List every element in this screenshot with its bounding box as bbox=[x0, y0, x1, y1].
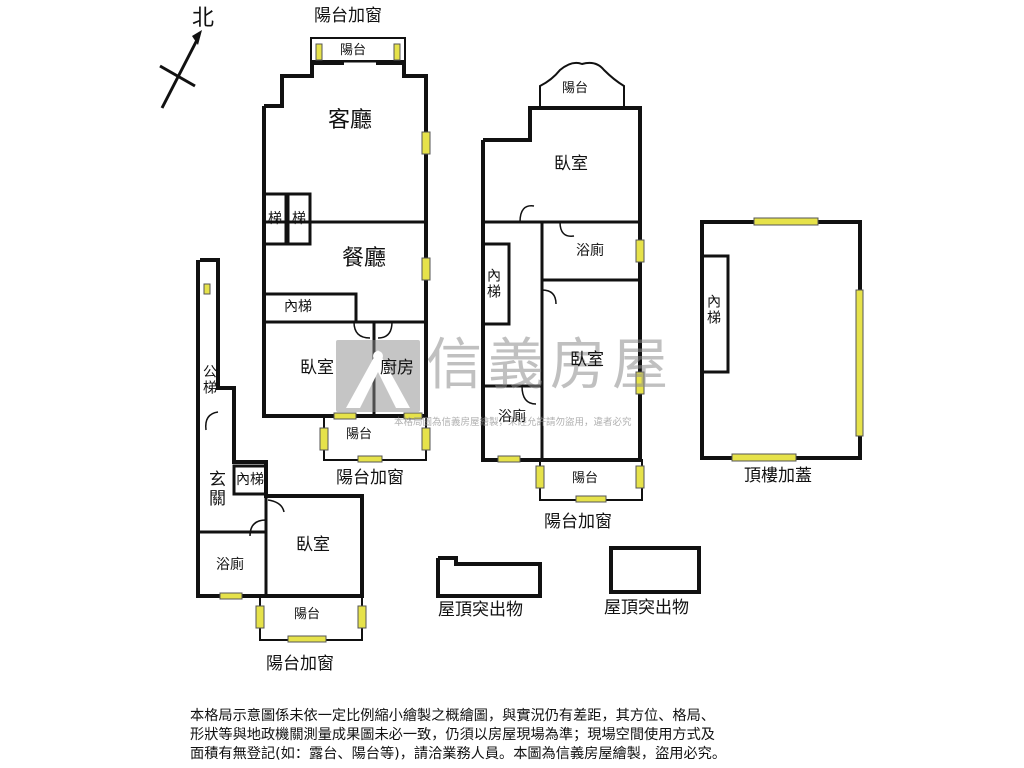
label-rooftop-addition: 頂樓加蓋 bbox=[744, 466, 812, 486]
label-public-stair: 公梯 bbox=[201, 364, 217, 396]
label-roof-protrusion-2: 屋頂突出物 bbox=[604, 598, 689, 618]
roof-protrusions bbox=[436, 546, 701, 598]
label-balcony-window-main: 陽台加窗 bbox=[336, 468, 404, 488]
disclaimer: 本格局示意圖係未依一定比例縮小繪製之概繪圖，與實況仍有差距，其方位、格局、 形狀… bbox=[190, 707, 840, 764]
label-inner-stair-entry: 內梯 bbox=[236, 472, 264, 488]
label-roof-protrusion-1: 屋頂突出物 bbox=[438, 600, 523, 620]
label-inner-stair-main: 內梯 bbox=[284, 299, 312, 315]
compass-north-label: 北 bbox=[192, 6, 215, 31]
label-balcony-window-entry: 陽台加窗 bbox=[266, 654, 334, 674]
watermark-brand: 信義房屋 bbox=[426, 333, 674, 398]
label-bathroom-upper: 浴廁 bbox=[498, 409, 526, 425]
label-balcony-upper: 陽台 bbox=[572, 471, 599, 486]
floor-plan-rooftop bbox=[700, 220, 862, 460]
label-foyer: 玄關 bbox=[205, 470, 225, 508]
label-kitchen: 廚房 bbox=[380, 358, 414, 378]
label-inner-stair-upper: 內梯 bbox=[485, 268, 501, 300]
disclaimer-line-3: 面積有無登記(如：露台、陽台等)，請洽業務人員。本圖為信義房屋繪製，盜用必究。 bbox=[190, 746, 727, 762]
door-swings bbox=[205, 205, 575, 537]
label-bedroom-upper: 臥室 bbox=[570, 350, 604, 370]
label-balcony-top: 陽台 bbox=[340, 43, 367, 58]
label-dining-room: 餐廳 bbox=[342, 246, 387, 271]
label-balcony-window-upper: 陽台加窗 bbox=[544, 512, 612, 532]
label-balcony-entry: 陽台 bbox=[294, 607, 321, 622]
label-bathroom-upper-top: 浴廁 bbox=[576, 243, 604, 259]
window-markers bbox=[203, 43, 864, 643]
disclaimer-line-2: 形狀等與地政機關測量成果圖未必一致，仍須以房屋現場為準；現場空間使用方式及 bbox=[190, 727, 715, 743]
label-stair-1: 梯 bbox=[268, 211, 282, 227]
label-living-room: 客廳 bbox=[328, 108, 373, 133]
label-bedroom-upper-top: 臥室 bbox=[554, 154, 588, 174]
label-balcony-upper-top: 陽台 bbox=[562, 81, 589, 96]
disclaimer-line-1: 本格局示意圖係未依一定比例縮小繪製之概繪圖，與實況仍有差距，其方位、格局、 bbox=[190, 708, 715, 724]
north-arrow-icon bbox=[159, 30, 202, 109]
floor-plan-upper-level bbox=[481, 61, 643, 501]
watermark-notice: 本格局圖為信義房屋繪製，未經允許請勿盜用，違者必究 bbox=[394, 417, 632, 428]
label-stair-2: 梯 bbox=[292, 211, 306, 227]
label-bedroom-main: 臥室 bbox=[300, 358, 334, 378]
label-balcony-main: 陽台 bbox=[346, 427, 373, 442]
floor-plan-entry-level bbox=[196, 258, 364, 641]
label-inner-stair-rooftop: 內梯 bbox=[705, 294, 721, 326]
label-balcony-window-top: 陽台加窗 bbox=[314, 6, 382, 26]
brand-logo-icon bbox=[336, 340, 420, 412]
label-bathroom-entry: 浴廁 bbox=[216, 557, 244, 573]
label-bedroom-entry: 臥室 bbox=[296, 535, 330, 555]
